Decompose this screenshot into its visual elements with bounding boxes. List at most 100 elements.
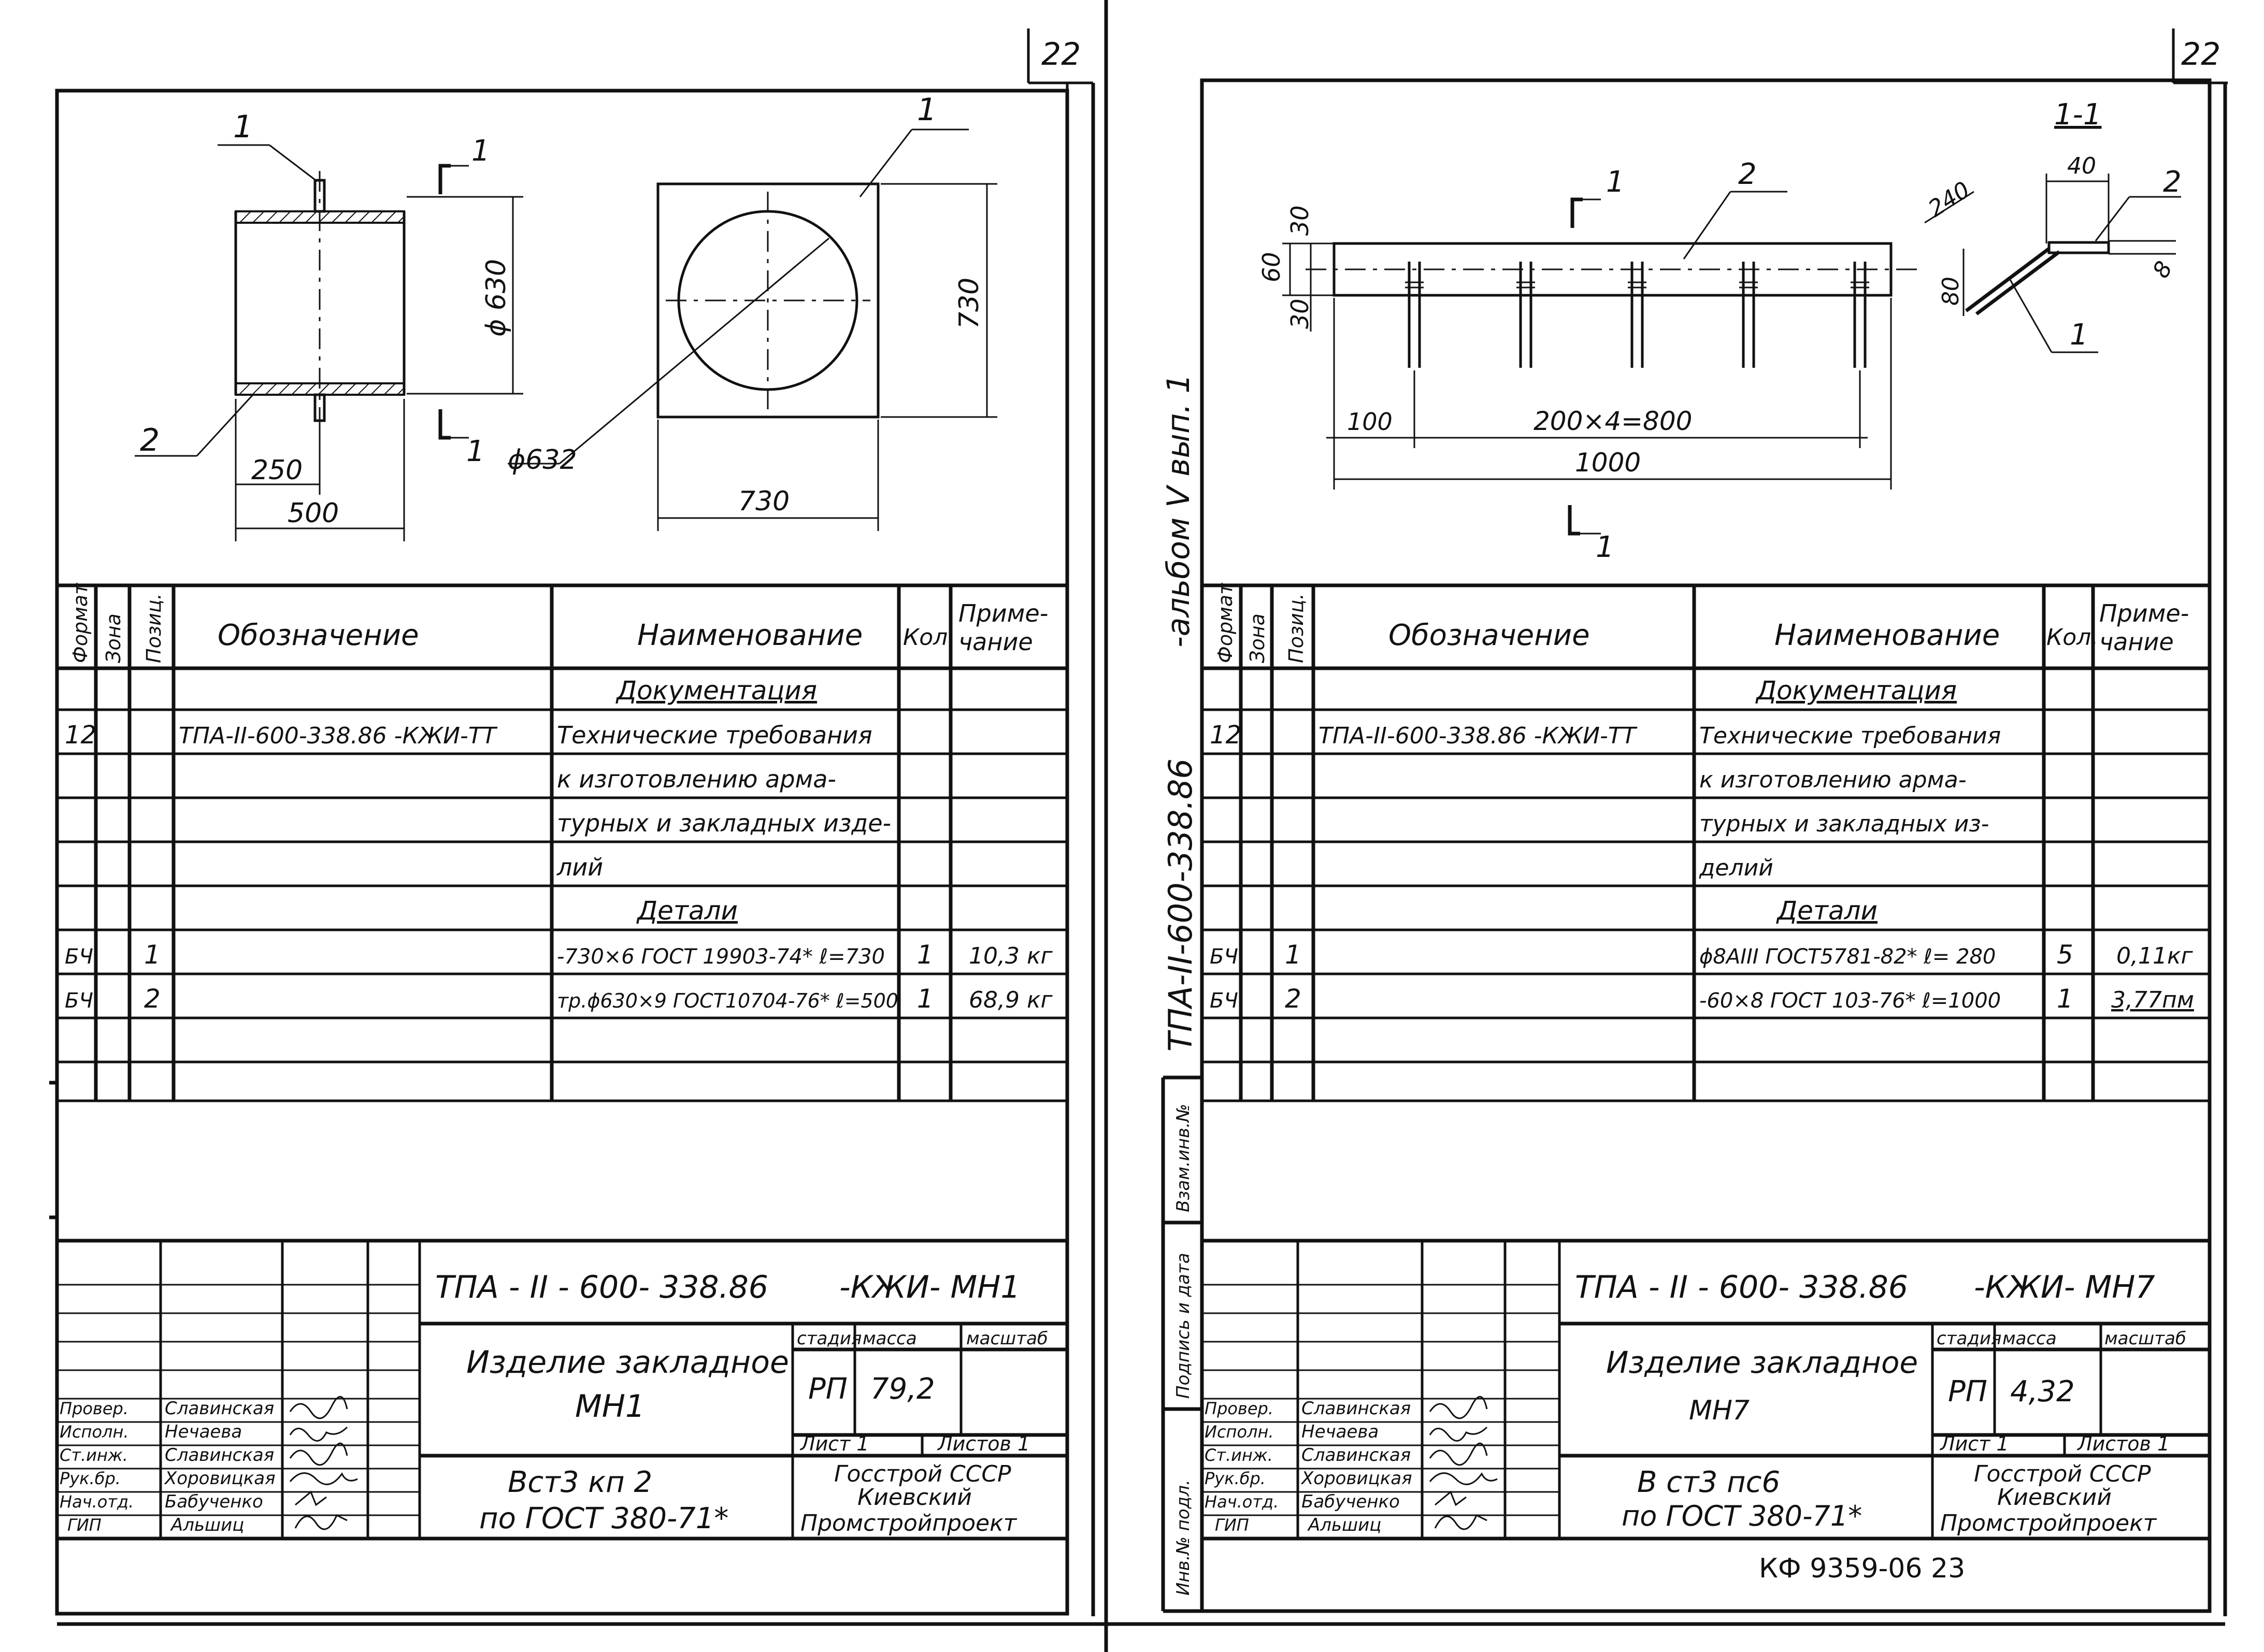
dim-8: 8 (2147, 257, 2177, 283)
header-designation: Обозначение (218, 619, 419, 652)
staff-list: Провер. Исполн. Ст.инж. Рук.бр. Нач.отд.… (60, 1398, 276, 1535)
dim-250: 250 (251, 455, 303, 486)
page-number-right: 22 (2181, 36, 2220, 73)
specification-table-right (1202, 583, 2210, 1102)
svg-text:ГИП: ГИП (1215, 1515, 1249, 1535)
org-2-right: Киевский (1997, 1484, 2112, 1511)
row-format-6-right: БЧ (1210, 945, 1238, 969)
stage-value-right: РП (1948, 1375, 1987, 1409)
dim-1000: 1000 (1575, 448, 1641, 478)
item-title: Изделие закладное (466, 1344, 789, 1381)
section-mark-top: 1 (471, 134, 490, 168)
dim-plate-width: 730 (738, 486, 790, 517)
header-format-right: Формат (1214, 582, 1237, 663)
svg-text:Славинская: Славинская (1301, 1445, 1411, 1466)
row-name-5: Детали (636, 896, 738, 926)
row-name-6: -730×6 ГОСТ 19903-74* ℓ=730 (557, 945, 885, 969)
header-position-right: Позиц. (1285, 593, 1308, 663)
doc-code-left-right: ТПА - II - 600- 338.86 (1575, 1269, 1908, 1305)
row-qty-7-right: 1 (2057, 984, 2073, 1014)
org-2: Киевский (857, 1484, 972, 1511)
row-name-4-right: делий (1699, 855, 1773, 881)
title-block (57, 1239, 1067, 1541)
page-number: 22 (1041, 36, 1081, 73)
svg-text:ГИП: ГИП (67, 1515, 102, 1535)
side-field-replace: Взам.инв.№ (1173, 1104, 1194, 1212)
callout-2: 2 (140, 422, 160, 458)
scale-label: масштаб (966, 1328, 1048, 1349)
item-title-right: Изделие закладное (1606, 1345, 1918, 1380)
row-name-0: Документация (615, 676, 817, 706)
svg-text:Ст.инж.: Ст.инж. (1205, 1445, 1273, 1465)
row-name-7-right: -60×8 ГОСТ 103-76* ℓ=1000 (1699, 989, 2001, 1013)
dim-30-top: 30 (1286, 205, 1314, 236)
title-block-right (1202, 1239, 2210, 1541)
scale-label-right: масштаб (2104, 1328, 2186, 1349)
row-note-6: 10,3 кг (969, 943, 1053, 969)
material-2-right: по ГОСТ 380-71* (1622, 1500, 1862, 1532)
doc-code-right-right: -КЖИ- МН7 (1974, 1269, 2155, 1305)
side-field-inv: Инв.№ подл. (1173, 1479, 1194, 1596)
row-name-5-right: Детали (1776, 896, 1878, 926)
callout-1: 1 (233, 109, 253, 145)
staff-list-right: Провер. Исполн. Ст.инж. Рук.бр. Нач.отд.… (1205, 1398, 1412, 1535)
signatures (289, 1396, 358, 1530)
header-note-right-2: чание (2099, 628, 2174, 656)
side-stamp-code: ТПА-II-600-338.86 (1162, 758, 1199, 1052)
sheet-label: Лист 1 (799, 1432, 869, 1455)
header-note-2: чание (958, 628, 1033, 656)
row-pos-7: 2 (144, 984, 161, 1014)
row-name-0-right: Документация (1755, 676, 1957, 706)
dim-pitch: 200×4=800 (1534, 406, 1692, 436)
svg-text:Исполн.: Исполн. (60, 1422, 129, 1442)
header-qty-right: Кол. (2046, 624, 2098, 651)
row-pos-6-right: 1 (1285, 940, 1301, 970)
side-field-sign: Подпись и дата (1173, 1253, 1194, 1399)
header-name: Наименование (637, 619, 863, 652)
svg-text:Альшиц: Альшиц (1307, 1515, 1381, 1535)
row-name-2-right: к изготовлению арма- (1699, 767, 1967, 793)
row-pos-7-right: 2 (1285, 984, 1301, 1014)
row-qty-6: 1 (917, 940, 934, 970)
material-1: Вст3 кп 2 (508, 1466, 652, 1499)
dim-80: 80 (1938, 277, 1964, 306)
svg-text:Хоровицкая: Хоровицкая (164, 1468, 276, 1489)
row-name-7: тр.ϕ630×9 ГОСТ10704-76* ℓ=500 (557, 989, 898, 1012)
mass-label-right: масса (2002, 1328, 2057, 1349)
signatures-right (1429, 1396, 1498, 1530)
row-qty-7: 1 (917, 984, 934, 1014)
row-note-7: 68,9 кг (969, 987, 1053, 1013)
org-3-right: Промстройпроект (1940, 1510, 2157, 1536)
svg-text:Славинская: Славинская (165, 1445, 274, 1466)
svg-text:Провер.: Провер. (1205, 1399, 1273, 1418)
side-stamp-album: -альбом V вып. 1 (1160, 374, 1197, 648)
svg-text:Нечаева: Нечаева (1301, 1421, 1379, 1442)
section-mark-bottom-right: 1 (1596, 530, 1614, 564)
row-format-1-right: 12 (1210, 721, 1241, 750)
header-designation-right: Обозначение (1388, 619, 1590, 652)
mass-value-right: 4,32 (2010, 1375, 2075, 1409)
org-1: Госстрой СССР (834, 1461, 1011, 1487)
doc-code-left: ТПА - II - 600- 338.86 (435, 1269, 768, 1305)
section-title: 1-1 (2054, 98, 2101, 132)
sheets-label-right: Листов 1 (2076, 1432, 2170, 1455)
row-designation-1-right: ТПА-II-600-338.86 -КЖИ-ТТ (1319, 723, 1638, 749)
row-name-1-right: Технические требования (1699, 723, 2001, 749)
mass-value: 79,2 (870, 1372, 935, 1406)
dim-500: 500 (288, 498, 339, 529)
section-mark-bottom: 1 (466, 435, 485, 468)
mass-label: масса (863, 1328, 917, 1349)
item-code: МН1 (575, 1388, 645, 1425)
row-format-1: 12 (65, 721, 96, 750)
row-designation-1: ТПА-II-600-338.86 -КЖИ-ТТ (179, 723, 498, 749)
section-mark-top-right: 1 (1606, 165, 1625, 199)
callout-2-section: 2 (2163, 165, 2182, 199)
sheet-label-right: Лист 1 (1939, 1432, 2009, 1455)
dim-30-bottom: 30 (1286, 298, 1314, 329)
header-zone-right: Зона (1246, 613, 1269, 663)
svg-text:Нач.отд.: Нач.отд. (1205, 1492, 1279, 1512)
drawing-frame (55, 89, 1069, 1616)
pipe-elevation-view (234, 171, 406, 430)
svg-text:Славинская: Славинская (165, 1398, 274, 1419)
row-format-7: БЧ (65, 989, 93, 1013)
